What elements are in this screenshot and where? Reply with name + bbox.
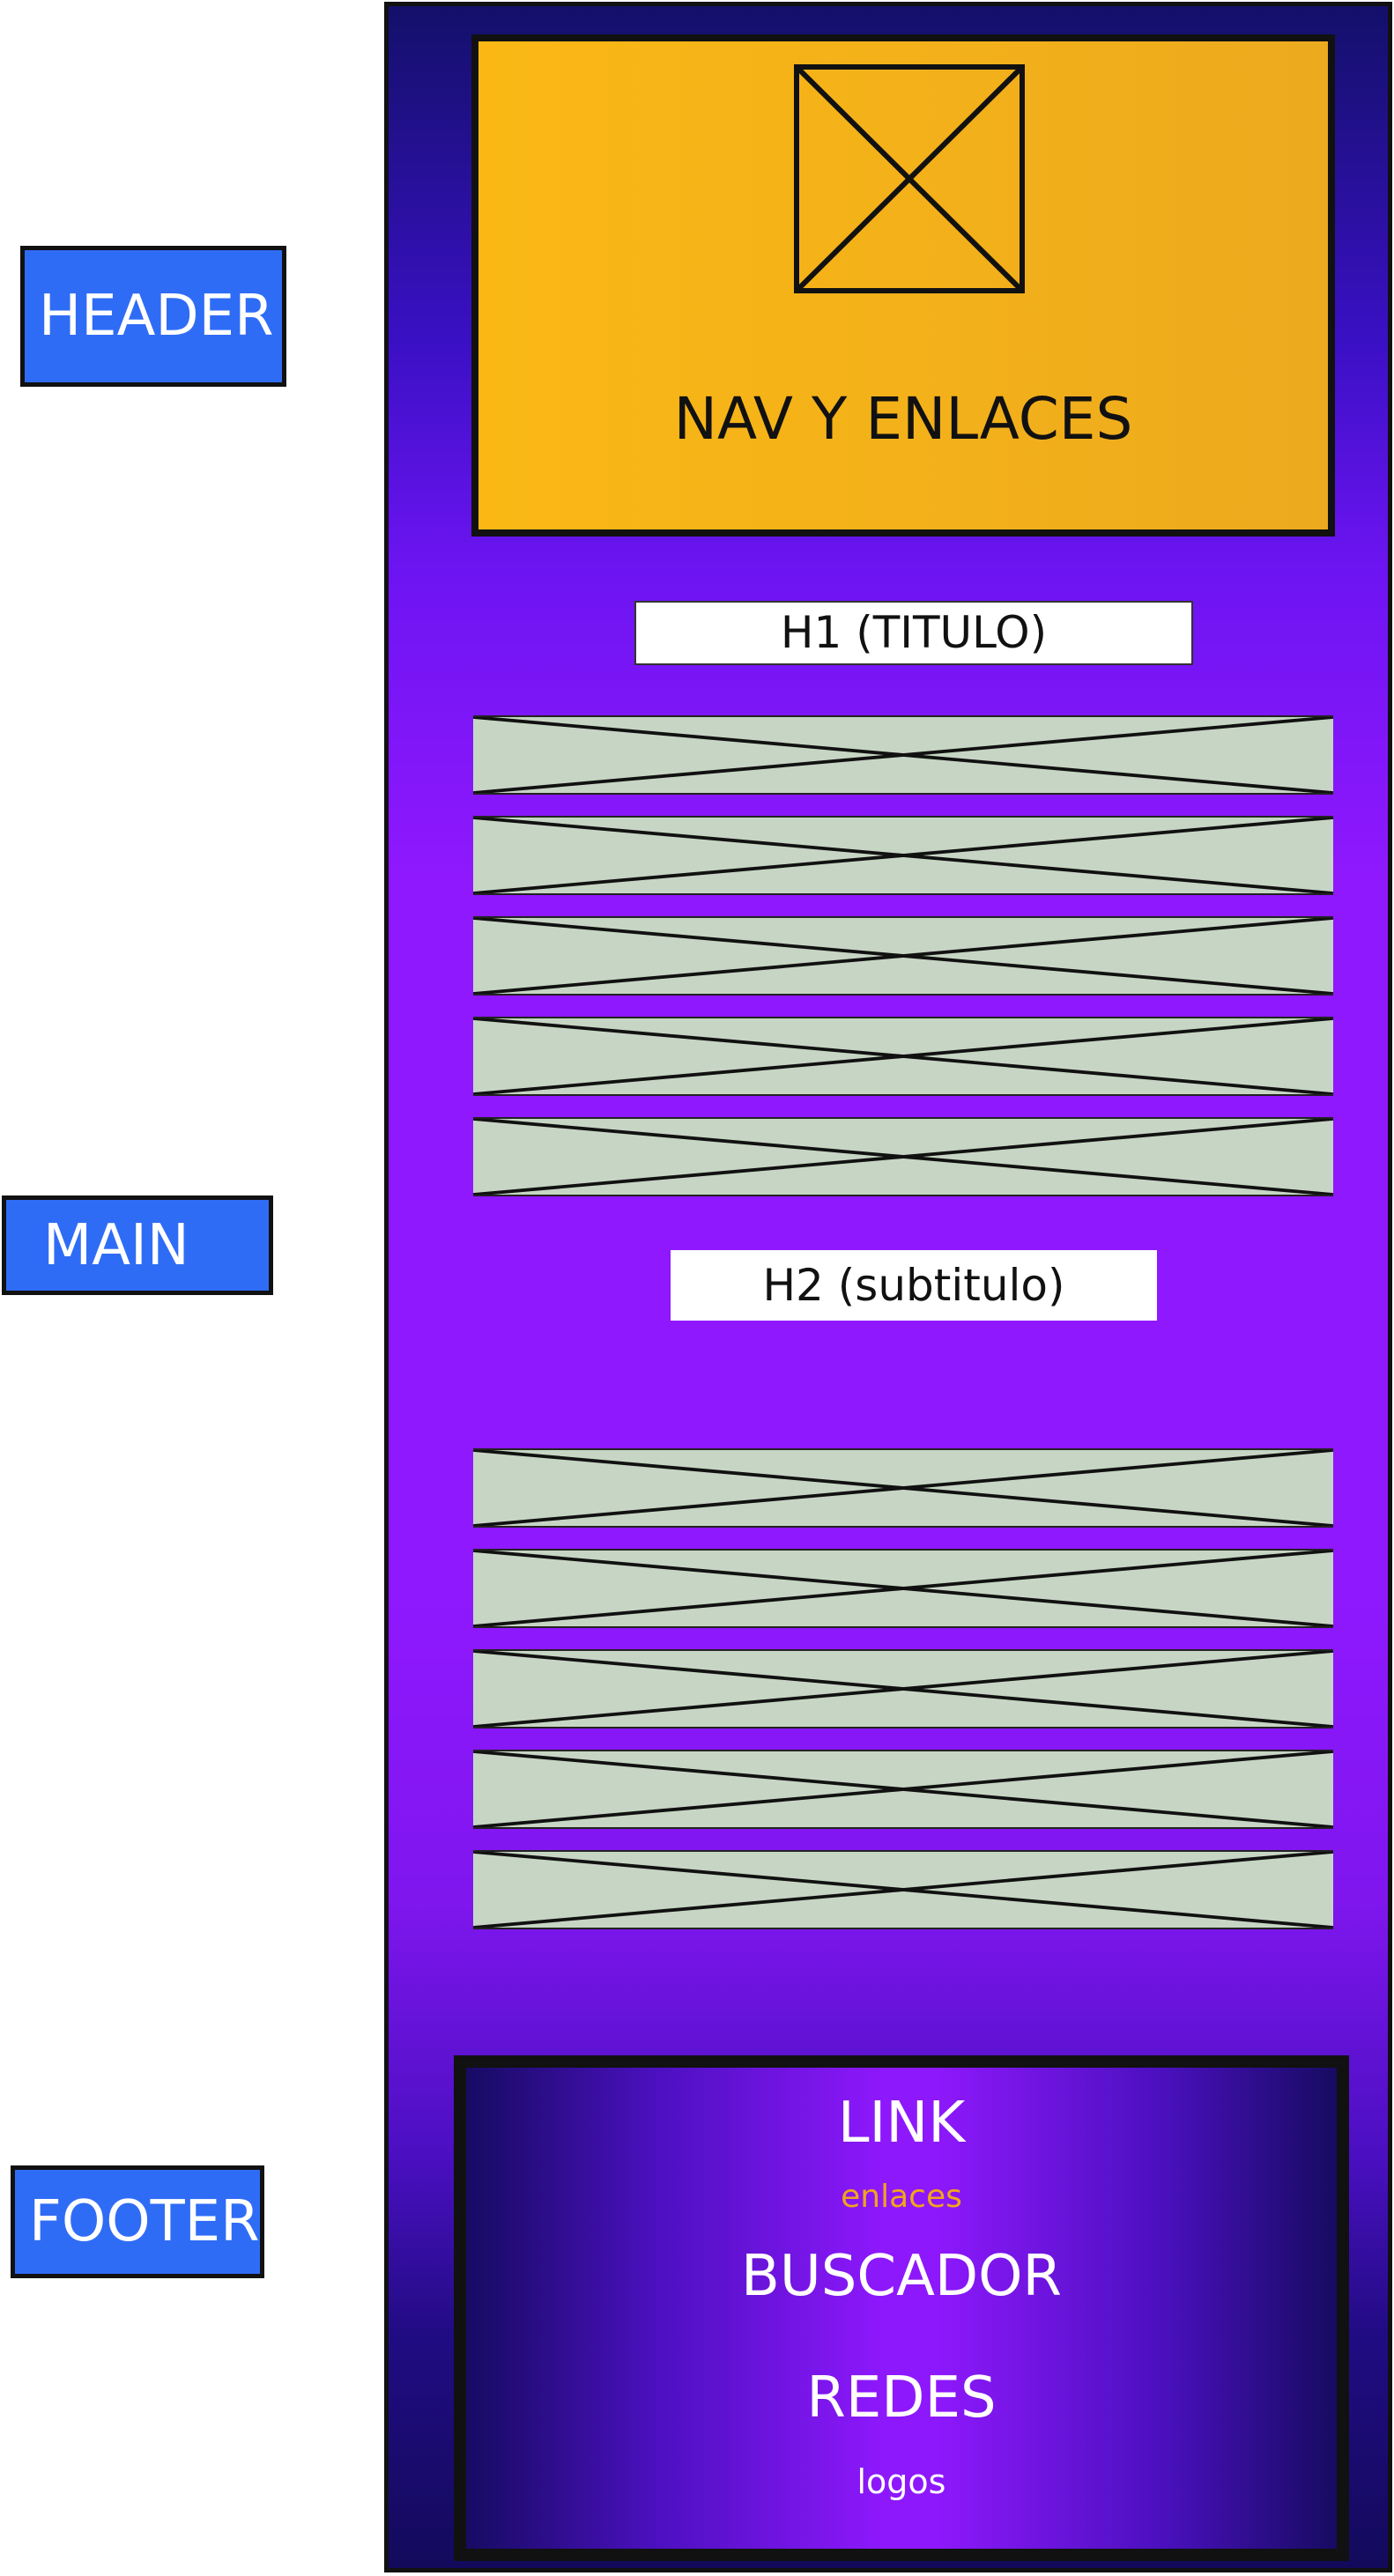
image-placeholder-row — [473, 1750, 1333, 1829]
image-placeholder-row — [473, 715, 1333, 795]
image-placeholder-row — [473, 1017, 1333, 1096]
image-placeholder-icon — [794, 64, 1025, 293]
image-placeholder-icon — [473, 1651, 1333, 1727]
footer-section: LINK enlaces BUSCADOR REDES logos — [454, 2055, 1349, 2561]
footer-label: FOOTER — [11, 2165, 264, 2278]
page-wireframe: NAV Y ENLACES H1 (TITULO) H2 (subtitulo)… — [384, 2, 1392, 2572]
image-placeholder-icon — [473, 818, 1333, 893]
image-placeholder-row — [473, 1448, 1333, 1528]
main-label: MAIN — [2, 1195, 273, 1295]
footer-redes-label: REDES — [806, 2365, 997, 2431]
image-placeholder-row — [473, 1850, 1333, 1929]
footer-buscador-label: BUSCADOR — [741, 2244, 1062, 2309]
image-placeholder-row — [473, 1549, 1333, 1628]
image-placeholder-icon — [473, 717, 1333, 793]
image-placeholder-icon — [473, 1852, 1333, 1928]
footer-link-label: LINK — [837, 2091, 966, 2156]
footer-logos-label: logos — [856, 2462, 946, 2501]
image-placeholder-icon — [473, 918, 1333, 994]
image-placeholder-icon — [473, 1119, 1333, 1195]
image-placeholder-icon — [473, 1551, 1333, 1626]
image-placeholder-icon — [473, 1751, 1333, 1827]
image-placeholder-row — [473, 1649, 1333, 1728]
h1-title: H1 (TITULO) — [634, 601, 1193, 665]
image-placeholder-row — [473, 1117, 1333, 1196]
h2-subtitle: H2 (subtitulo) — [671, 1250, 1157, 1321]
image-placeholder-icon — [473, 1450, 1333, 1526]
header-label: HEADER — [20, 246, 286, 387]
image-placeholder-icon — [473, 1018, 1333, 1094]
footer-enlaces-label: enlaces — [841, 2179, 962, 2215]
image-placeholder-row — [473, 816, 1333, 895]
nav-links-label: NAV Y ENLACES — [673, 385, 1133, 453]
header-section: NAV Y ENLACES — [471, 34, 1335, 537]
image-placeholder-row — [473, 916, 1333, 996]
